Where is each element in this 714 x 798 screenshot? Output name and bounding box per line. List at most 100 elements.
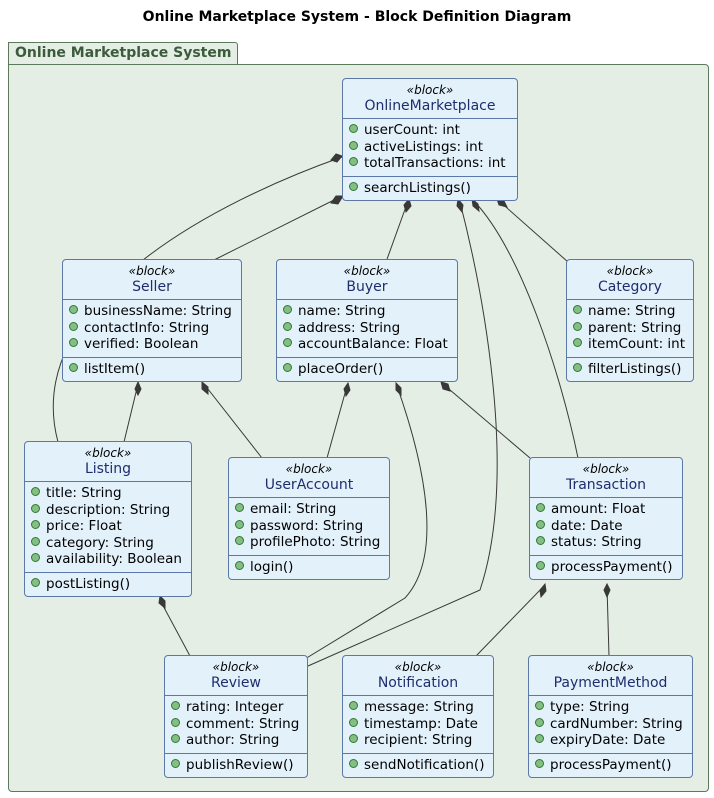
- block-header: «block» Transaction: [530, 458, 682, 498]
- block-header: «block» Notification: [343, 656, 493, 696]
- block-stereotype: «block»: [285, 462, 333, 476]
- operation-row: placeOrder(): [283, 361, 453, 378]
- block-name: Notification: [377, 675, 459, 691]
- operations-section: login(): [229, 556, 389, 580]
- attribute-row: date: Date: [536, 518, 678, 535]
- attribute-row: title: String: [31, 485, 187, 502]
- attribute-row: totalTransactions: int: [349, 155, 513, 172]
- block-header: «block» UserAccount: [229, 458, 389, 498]
- block-review[interactable]: «block» Review rating: Integer comment: …: [164, 655, 308, 778]
- attribute-row: businessName: String: [69, 303, 237, 320]
- operations-section: sendNotification(): [343, 754, 493, 778]
- attribute-row: comment: String: [171, 716, 303, 733]
- operations-section: searchListings(): [343, 177, 517, 201]
- block-online-marketplace[interactable]: «block» OnlineMarketplace userCount: int…: [342, 78, 518, 201]
- attributes-section: type: String cardNumber: String expiryDa…: [529, 696, 692, 754]
- block-stereotype: «block»: [582, 462, 630, 476]
- operation-row: listItem(): [69, 361, 237, 378]
- block-header: «block» PaymentMethod: [529, 656, 692, 696]
- block-stereotype: «block»: [128, 264, 176, 278]
- block-header: «block» Review: [165, 656, 307, 696]
- attributes-section: title: String description: String price:…: [25, 482, 191, 573]
- operations-section: processPayment(): [529, 754, 692, 778]
- attribute-row: timestamp: Date: [349, 716, 489, 733]
- attributes-section: name: String parent: String itemCount: i…: [567, 300, 693, 358]
- block-user-account[interactable]: «block» UserAccount email: String passwo…: [228, 457, 390, 580]
- block-stereotype: «block»: [84, 446, 132, 460]
- attribute-row: cardNumber: String: [535, 716, 688, 733]
- block-stereotype: «block»: [394, 660, 442, 674]
- block-listing[interactable]: «block» Listing title: String descriptio…: [24, 441, 192, 597]
- operation-row: searchListings(): [349, 180, 513, 197]
- attribute-row: contactInfo: String: [69, 320, 237, 337]
- block-name: OnlineMarketplace: [364, 98, 496, 114]
- attribute-row: itemCount: int: [573, 336, 689, 353]
- operation-row: filterListings(): [573, 361, 689, 378]
- block-header: «block» Buyer: [277, 260, 457, 300]
- attributes-section: businessName: String contactInfo: String…: [63, 300, 241, 358]
- attributes-section: message: String timestamp: Date recipien…: [343, 696, 493, 754]
- operation-row: postListing(): [31, 576, 187, 593]
- block-seller[interactable]: «block» Seller businessName: String cont…: [62, 259, 242, 382]
- block-name: Buyer: [346, 279, 388, 295]
- block-stereotype: «block»: [587, 660, 634, 674]
- block-transaction[interactable]: «block» Transaction amount: Float date: …: [529, 457, 683, 580]
- attribute-row: author: String: [171, 732, 303, 749]
- operation-row: processPayment(): [536, 559, 678, 576]
- attributes-section: email: String password: String profilePh…: [229, 498, 389, 556]
- block-category[interactable]: «block» Category name: String parent: St…: [566, 259, 694, 382]
- attribute-row: status: String: [536, 534, 678, 551]
- operations-section: publishReview(): [165, 754, 307, 778]
- attribute-row: address: String: [283, 320, 453, 337]
- attribute-row: email: String: [235, 501, 385, 518]
- block-name: UserAccount: [264, 477, 354, 493]
- attributes-section: rating: Integer comment: String author: …: [165, 696, 307, 754]
- block-stereotype: «block»: [212, 660, 260, 674]
- block-name: PaymentMethod: [553, 675, 668, 691]
- block-header: «block» Listing: [25, 442, 191, 482]
- attribute-row: name: String: [573, 303, 689, 320]
- block-name: Transaction: [565, 477, 647, 493]
- attribute-row: profilePhoto: String: [235, 534, 385, 551]
- attribute-row: verified: Boolean: [69, 336, 237, 353]
- operations-section: filterListings(): [567, 358, 693, 382]
- attribute-row: password: String: [235, 518, 385, 535]
- operation-row: publishReview(): [171, 757, 303, 774]
- attributes-section: name: String address: String accountBala…: [277, 300, 457, 358]
- operation-row: processPayment(): [535, 757, 688, 774]
- attribute-row: message: String: [349, 699, 489, 716]
- package-tab: Online Marketplace System: [8, 42, 239, 65]
- attribute-row: userCount: int: [349, 122, 513, 139]
- attribute-row: category: String: [31, 535, 187, 552]
- operations-section: postListing(): [25, 573, 191, 597]
- operations-section: listItem(): [63, 358, 241, 382]
- attribute-row: parent: String: [573, 320, 689, 337]
- attribute-row: accountBalance: Float: [283, 336, 453, 353]
- block-stereotype: «block»: [606, 264, 654, 278]
- operations-section: placeOrder(): [277, 358, 457, 382]
- block-header: «block» Seller: [63, 260, 241, 300]
- attribute-row: expiryDate: Date: [535, 732, 688, 749]
- block-notification[interactable]: «block» Notification message: String tim…: [342, 655, 494, 778]
- attributes-section: userCount: int activeListings: int total…: [343, 119, 517, 177]
- attribute-row: availability: Boolean: [31, 551, 187, 568]
- attribute-row: price: Float: [31, 518, 187, 535]
- block-stereotype: «block»: [406, 83, 454, 97]
- operations-section: processPayment(): [530, 556, 682, 580]
- block-payment-method[interactable]: «block» PaymentMethod type: String cardN…: [528, 655, 693, 778]
- attribute-row: type: String: [535, 699, 688, 716]
- operation-row: sendNotification(): [349, 757, 489, 774]
- block-name: Category: [598, 279, 662, 295]
- block-header: «block» Category: [567, 260, 693, 300]
- attributes-section: amount: Float date: Date status: String: [530, 498, 682, 556]
- attribute-row: description: String: [31, 502, 187, 519]
- attribute-row: activeListings: int: [349, 139, 513, 156]
- block-header: «block» OnlineMarketplace: [343, 79, 517, 119]
- block-name: Seller: [132, 279, 172, 295]
- diagram-title: Online Marketplace System - Block Defini…: [142, 9, 572, 25]
- attribute-row: recipient: String: [349, 732, 489, 749]
- block-buyer[interactable]: «block» Buyer name: String address: Stri…: [276, 259, 458, 382]
- block-stereotype: «block»: [343, 264, 391, 278]
- attribute-row: amount: Float: [536, 501, 678, 518]
- block-name: Listing: [84, 461, 132, 477]
